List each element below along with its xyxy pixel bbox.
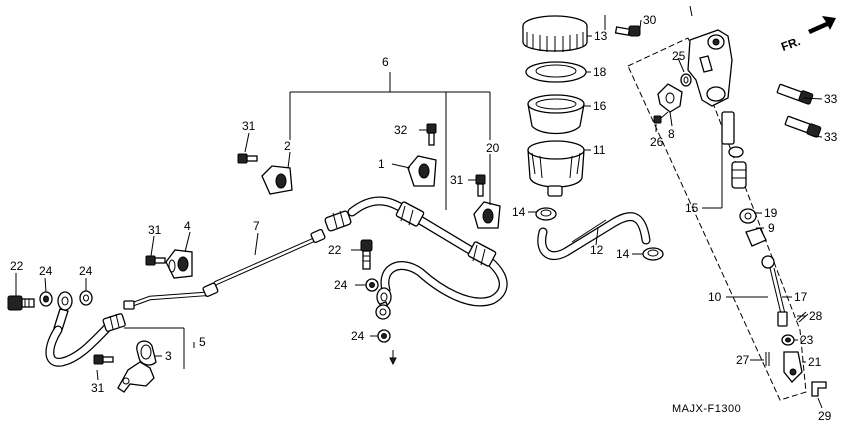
callout-13: 13 bbox=[594, 29, 608, 43]
hose-joint-8 bbox=[657, 83, 683, 113]
callout-31-right: 31 bbox=[450, 173, 464, 187]
direction-label: FR. bbox=[779, 34, 802, 54]
callout-29: 29 bbox=[818, 409, 832, 423]
callout-20: 21 bbox=[808, 355, 822, 369]
callout-6: 6 bbox=[382, 55, 389, 69]
piston-kit bbox=[721, 111, 767, 247]
callout-12: 12 bbox=[590, 243, 604, 257]
callout-10: 10 bbox=[708, 290, 722, 304]
hose-clamp-2 bbox=[261, 165, 293, 195]
callout-24-middle: 24 bbox=[334, 278, 348, 292]
sealing-washer-24-right bbox=[79, 290, 93, 306]
reservoir-assembly bbox=[522, 15, 588, 197]
callout-24-lower: 24 bbox=[351, 329, 365, 343]
callout-18: 18 bbox=[593, 65, 607, 79]
hose-clip-14-lower bbox=[642, 247, 664, 261]
lock-nut-23 bbox=[781, 334, 795, 346]
oil-bolt-22-left bbox=[7, 295, 35, 311]
reservoir-plate bbox=[525, 61, 587, 83]
oil-bolt-22-middle bbox=[360, 239, 373, 270]
callout-26: 26 bbox=[650, 135, 664, 149]
callout-14-lower: 14 bbox=[616, 247, 630, 261]
mounting-bolt-33-lower bbox=[784, 115, 822, 138]
bolt-31-bracket bbox=[93, 354, 114, 365]
screw-26 bbox=[653, 111, 669, 124]
callout-7: 7 bbox=[253, 219, 260, 233]
callout-32: 32 bbox=[394, 123, 408, 137]
callout-21: 20 bbox=[486, 141, 500, 155]
bolt-31-right bbox=[475, 174, 486, 197]
clevis-pin bbox=[811, 381, 827, 397]
o-ring-25 bbox=[680, 73, 692, 87]
callout-4: 4 bbox=[184, 219, 191, 233]
callout-25: 25 bbox=[672, 49, 686, 63]
lower-brake-hose bbox=[45, 313, 126, 367]
bolt-31-upper bbox=[237, 153, 258, 164]
left-hardware-group bbox=[7, 153, 293, 393]
callout-31-clamp: 31 bbox=[148, 223, 162, 237]
front-direction-arrow-icon: FR. bbox=[779, 16, 836, 54]
callout-9: 9 bbox=[768, 221, 775, 235]
callout-31-lower: 31 bbox=[91, 381, 105, 395]
reservoir-hose bbox=[537, 212, 651, 261]
callout-8: 8 bbox=[668, 127, 675, 141]
callout-14-upper: 14 bbox=[512, 205, 526, 219]
brake-pipe-group bbox=[123, 228, 326, 310]
bolt-32 bbox=[426, 123, 437, 146]
callout-5: 5 bbox=[199, 335, 206, 349]
callout-3: 3 bbox=[165, 349, 172, 363]
sealing-washer-24-left bbox=[39, 291, 53, 307]
hose-clamp-21 bbox=[473, 201, 501, 229]
leader-lines bbox=[15, 19, 823, 409]
callout-22-left: 22 bbox=[10, 259, 24, 273]
master-cylinder-body bbox=[687, 29, 733, 107]
callout-11: 11 bbox=[593, 143, 606, 157]
reservoir-diaphragm bbox=[527, 94, 585, 135]
callout-17: 16 bbox=[593, 99, 607, 113]
callout-24-right: 24 bbox=[79, 264, 93, 278]
master-cylinder-group bbox=[604, 5, 827, 401]
diagram-code: MAJX-F1300 bbox=[672, 403, 741, 415]
hose-clip-14-upper bbox=[535, 207, 557, 221]
callout-16: 17 bbox=[794, 290, 808, 304]
hose-clamp-bracket bbox=[117, 340, 157, 393]
callout-22-middle: 22 bbox=[328, 243, 342, 257]
callout-28: 28 bbox=[809, 309, 823, 323]
bolt-31-clamp bbox=[145, 255, 166, 266]
push-rod-joint bbox=[783, 351, 803, 383]
callout-33-lower: 33 bbox=[824, 130, 838, 144]
callout-33-upper: 33 bbox=[824, 92, 838, 106]
hose-clamp-4 bbox=[165, 249, 193, 279]
reservoir-tank bbox=[527, 140, 585, 197]
reservoir-cap bbox=[522, 15, 588, 52]
callout-31-upper: 31 bbox=[242, 119, 256, 133]
callout-15: 15 bbox=[685, 201, 699, 215]
push-rod bbox=[761, 255, 788, 327]
bolt-30 bbox=[614, 25, 641, 37]
callout-2: 2 bbox=[284, 139, 291, 153]
cotter-pin bbox=[796, 311, 809, 323]
banjo-fitting bbox=[53, 291, 73, 331]
callout-24-left: 24 bbox=[39, 264, 53, 278]
callout-27: 27 bbox=[736, 353, 750, 367]
callout-30: 30 bbox=[643, 13, 657, 27]
mounting-bolt-33-upper bbox=[776, 83, 814, 105]
lower-banjo-assembly bbox=[365, 278, 397, 366]
callout-23: 23 bbox=[800, 333, 814, 347]
hose-clamp-1 bbox=[407, 155, 437, 187]
joint-pin bbox=[765, 352, 770, 366]
callout-1: 1 bbox=[378, 157, 385, 171]
callout-19: 19 bbox=[764, 206, 778, 220]
callout-labels: 6 2 20 31 1 32 31 7 31 4 22 24 24 5 3 31… bbox=[10, 13, 838, 423]
upper-brake-hose bbox=[324, 196, 508, 307]
